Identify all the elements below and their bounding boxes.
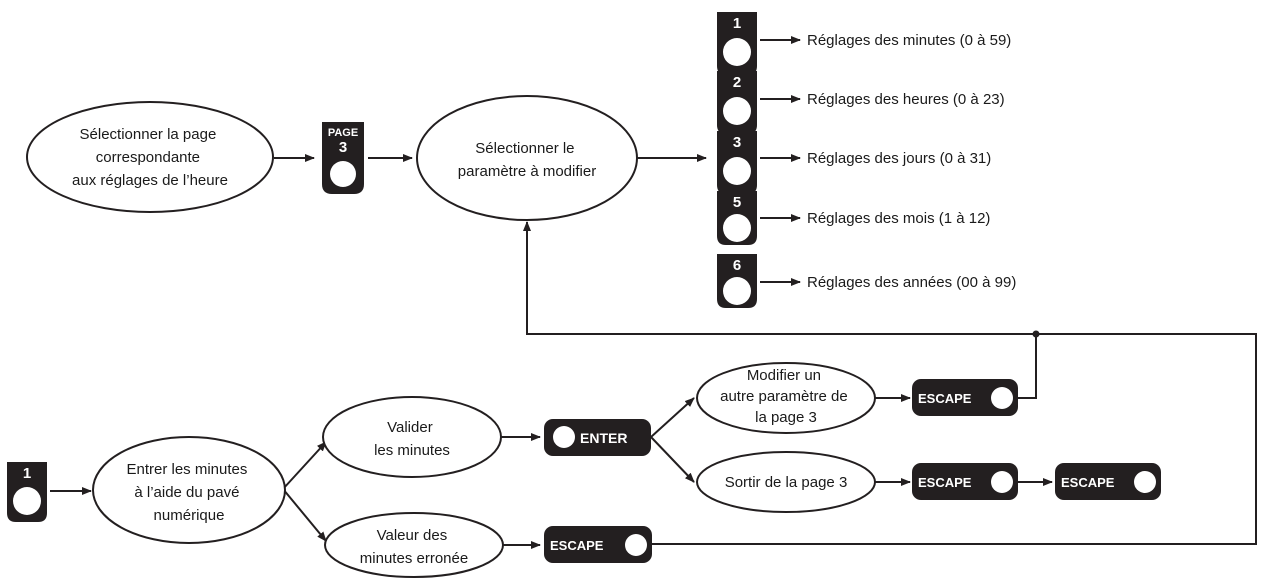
arrow-enter-to-exit-page bbox=[650, 436, 695, 483]
ellipse-select-page: Sélectionner la page correspondante aux … bbox=[26, 101, 274, 213]
ellipse-exit-page: Sortir de la page 3 bbox=[696, 451, 876, 513]
svg-text:Valeur des minutes erron: Valeur des minutes erronée bbox=[360, 527, 468, 567]
arrow-enter-minutes-to-validate bbox=[282, 441, 327, 490]
modify-other-line-2: autre paramètre de bbox=[720, 388, 848, 405]
start-key-label: 1 bbox=[23, 465, 31, 482]
key-6-button-icon bbox=[723, 277, 751, 305]
key-5-label: 5 bbox=[733, 194, 741, 211]
enter-minutes-line-2: à l’aide du pavé bbox=[134, 484, 239, 501]
enter-key[interactable]: ENTER bbox=[544, 419, 651, 456]
connectors bbox=[50, 36, 1257, 549]
key-3-label: 3 bbox=[733, 134, 741, 151]
escape-key-exit-2[interactable]: ESCAPE bbox=[1055, 463, 1161, 500]
escape-key-exit-1-button-icon bbox=[991, 471, 1013, 493]
arrow-enter-to-modify-other bbox=[650, 397, 695, 438]
svg-text:Sélectionner la page cor: Sélectionner la page correspondante aux … bbox=[72, 126, 228, 189]
escape-key-exit-1-label: ESCAPE bbox=[918, 475, 972, 490]
escape-key-modify-button-icon bbox=[991, 387, 1013, 409]
page-key-button-icon bbox=[330, 161, 356, 187]
validate-line-2: les minutes bbox=[374, 442, 450, 459]
enter-key-button-icon bbox=[553, 426, 575, 448]
key-2-button-icon bbox=[723, 97, 751, 125]
escape-key-exit-1[interactable]: ESCAPE bbox=[912, 463, 1018, 500]
enter-minutes-line-1: Entrer les minutes bbox=[126, 461, 247, 478]
select-page-line-2: correspondante bbox=[96, 149, 200, 166]
key-6-years[interactable]: 6 bbox=[717, 254, 757, 308]
setting-hours: Réglages des heures (0 à 23) bbox=[807, 91, 1005, 108]
svg-text:Sortir de la page 3: Sortir de la page 3 bbox=[725, 474, 848, 491]
ellipse-enter-minutes: Entrer les minutes à l’aide du pavé numé… bbox=[92, 436, 286, 544]
setting-days: Réglages des jours (0 à 31) bbox=[807, 150, 991, 167]
escape-key-modify-label: ESCAPE bbox=[918, 391, 972, 406]
key-5-button-icon bbox=[723, 214, 751, 242]
settings-list: Réglages des minutes (0 à 59) Réglages d… bbox=[807, 32, 1016, 291]
validate-line-1: Valider bbox=[387, 419, 433, 436]
key-1-label: 1 bbox=[733, 15, 741, 32]
error-value-line-1: Valeur des bbox=[377, 527, 448, 544]
exit-page-line-1: Sortir de la page 3 bbox=[725, 474, 848, 491]
escape-key-error[interactable]: ESCAPE bbox=[544, 526, 652, 563]
ellipse-modify-other: Modifier un autre paramètre de la page 3 bbox=[696, 362, 876, 434]
key-2-hours[interactable]: 2 bbox=[717, 71, 757, 134]
svg-text:Sélectionner le paramètr: Sélectionner le paramètre à modifier bbox=[458, 140, 596, 180]
escape-key-modify[interactable]: ESCAPE bbox=[912, 379, 1018, 416]
escape-feedback-line bbox=[1018, 334, 1037, 399]
modify-other-line-1: Modifier un bbox=[747, 367, 821, 384]
setting-minutes: Réglages des minutes (0 à 59) bbox=[807, 32, 1011, 49]
escape-key-error-label: ESCAPE bbox=[550, 538, 604, 553]
key-3-days[interactable]: 3 bbox=[717, 131, 757, 194]
svg-text:Modifier un autre paramè: Modifier un autre paramètre de la page 3 bbox=[720, 367, 852, 426]
error-value-line-2: minutes erronée bbox=[360, 550, 468, 567]
return-loop-line bbox=[523, 221, 1257, 545]
select-page-line-3: aux réglages de l’heure bbox=[72, 172, 228, 189]
key-2-label: 2 bbox=[733, 74, 741, 91]
select-param-line-2: paramètre à modifier bbox=[458, 163, 596, 180]
page-3-key[interactable]: PAGE 3 bbox=[322, 122, 364, 194]
start-key-1[interactable]: 1 bbox=[7, 462, 47, 522]
key-3-button-icon bbox=[723, 157, 751, 185]
start-key-button-icon bbox=[13, 487, 41, 515]
select-param-line-1: Sélectionner le bbox=[475, 140, 574, 157]
setting-months: Réglages des mois (1 à 12) bbox=[807, 210, 990, 227]
key-6-label: 6 bbox=[733, 257, 741, 274]
key-1-minutes[interactable]: 1 bbox=[717, 12, 757, 75]
arrow-enter-minutes-to-error bbox=[282, 488, 327, 542]
escape-key-error-button-icon bbox=[625, 534, 647, 556]
setting-years: Réglages des années (00 à 99) bbox=[807, 274, 1016, 291]
junction-dot bbox=[1032, 330, 1040, 338]
enter-minutes-line-3: numérique bbox=[154, 507, 225, 524]
select-page-line-1: Sélectionner la page bbox=[80, 126, 217, 143]
ellipse-select-param: Sélectionner le paramètre à modifier bbox=[416, 95, 638, 221]
modify-other-line-3: la page 3 bbox=[755, 409, 817, 426]
escape-key-exit-2-button-icon bbox=[1134, 471, 1156, 493]
escape-key-exit-2-label: ESCAPE bbox=[1061, 475, 1115, 490]
ellipse-error-value: Valeur des minutes erronée bbox=[324, 512, 504, 578]
key-5-months[interactable]: 5 bbox=[717, 191, 757, 245]
page-key-label: PAGE bbox=[328, 127, 358, 139]
svg-text:Entrer les minutes à l’a: Entrer les minutes à l’aide du pavé numé… bbox=[126, 461, 251, 524]
svg-text:Valider les minutes: Valider les minutes bbox=[374, 419, 450, 459]
page-key-number: 3 bbox=[339, 139, 347, 156]
ellipse-validate: Valider les minutes bbox=[322, 396, 502, 478]
enter-key-label: ENTER bbox=[580, 430, 627, 446]
key-1-button-icon bbox=[723, 38, 751, 66]
